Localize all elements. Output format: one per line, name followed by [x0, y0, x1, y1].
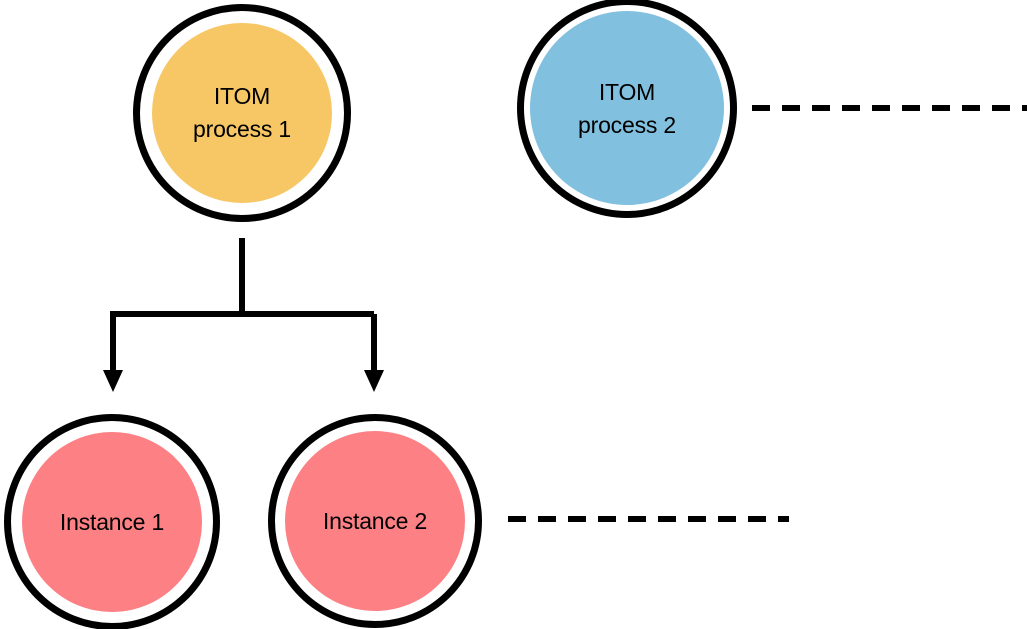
connector-fork-process1-to-instances	[103, 238, 384, 392]
itom-process-2-outer-ring	[517, 0, 737, 218]
instance-1-outer-ring	[4, 414, 220, 629]
fork-stem-and-bar	[110, 238, 377, 372]
node-itom-process-1[interactable]	[133, 4, 351, 222]
node-instance-2[interactable]	[268, 414, 482, 628]
itom-process-1-outer-ring	[133, 4, 351, 222]
itom-process-1-fill	[152, 23, 332, 203]
fork-arrowhead-left	[103, 370, 123, 392]
node-instance-1[interactable]	[4, 414, 220, 629]
itom-process-2-fill	[530, 11, 724, 205]
fork-arrowhead-right	[364, 370, 384, 392]
instance-2-outer-ring	[268, 414, 482, 628]
instance-1-fill	[22, 432, 202, 612]
instance-2-fill	[285, 431, 465, 611]
node-itom-process-2[interactable]	[517, 0, 737, 218]
